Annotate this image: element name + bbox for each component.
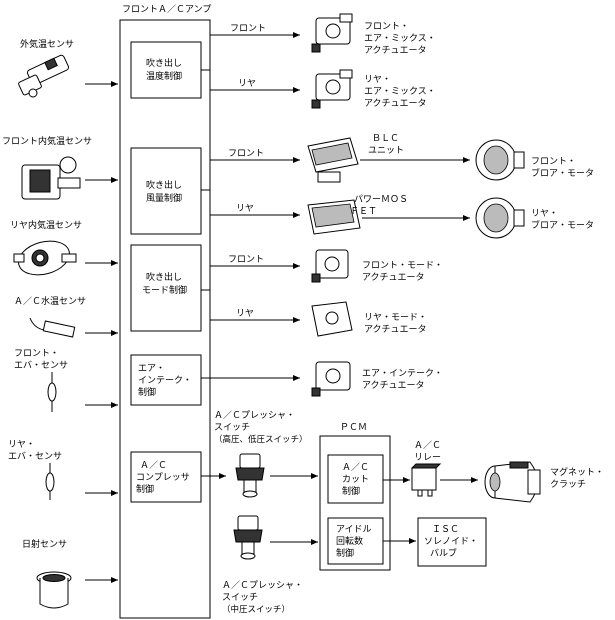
isc-solenoid-valve-box: ＩＳＣ ソレノイド・ バルブ	[417, 517, 487, 567]
front-blower-label-1: フロント・	[531, 157, 576, 167]
rear-mix-label-1: リヤ・	[364, 75, 391, 85]
rear-mode-label-1: リヤ・モード・	[364, 313, 427, 323]
svg-text:カット: カット	[342, 474, 369, 485]
front-mix-label-3: アクチュエータ	[364, 45, 427, 56]
svg-text:モード制御: モード制御	[142, 284, 187, 296]
compressor-control-box: Ａ／Ｃ コンプレッサ 制御	[130, 451, 202, 503]
magnet-clutch-compressor-icon	[484, 461, 541, 503]
pressure-mid-label-3: （中圧スイッチ）	[222, 604, 290, 615]
outside-temp-sensor-icon	[18, 54, 70, 98]
rear-mode-label-2: アクチュエータ	[364, 324, 427, 335]
rear-mix-branch-label: リヤ	[238, 79, 256, 89]
front-eva-sensor-label-1: フロント・	[14, 349, 59, 359]
relay-label-1: Ａ／Ｃ	[414, 440, 441, 451]
svg-text:制御: 制御	[138, 386, 156, 398]
svg-text:風量制御: 風量制御	[146, 192, 182, 204]
front-eva-sensor-icon	[47, 372, 57, 412]
pressure-mid-label-1: Ａ／Ｃプレッシャ・	[222, 580, 303, 591]
svg-text:回転数: 回転数	[336, 535, 363, 547]
rear-air-mix-actuator-icon	[311, 69, 353, 109]
svg-text:ＩＳＣ: ＩＳＣ	[432, 525, 459, 535]
mode-control-box: 吹き出し モード制御	[130, 244, 202, 332]
front-eva-sensor-label-2: エバ・センサ	[14, 360, 68, 371]
svg-text:吹き出し: 吹き出し	[146, 179, 182, 191]
rear-inner-temp-sensor-label: リヤ内気温センサ	[10, 219, 82, 231]
pressure-switch-mid-icon	[233, 515, 263, 560]
pressure-switch-high-low-icon	[235, 453, 265, 498]
svg-text:温度制御: 温度制御	[146, 70, 182, 82]
front-inner-temp-sensor-label: フロント内気温センサ	[2, 135, 92, 147]
rear-blower-label-2: ブロア・モータ	[531, 219, 594, 231]
ac-cut-control-box: Ａ／Ｃ カット 制御	[327, 454, 384, 504]
intake-act-label-1: エア・インテーク・	[362, 368, 443, 379]
front-mix-label-2: エア・ミックス・	[364, 33, 436, 44]
svg-text:制御: 制御	[342, 485, 360, 497]
water-temp-sensor-icon	[29, 317, 76, 338]
temp-control-box: 吹き出し 温度制御	[130, 41, 202, 99]
front-mode-actuator-icon	[311, 249, 349, 283]
front-air-mix-actuator-icon	[311, 13, 353, 53]
blc-unit-icon	[307, 137, 359, 183]
front-mode-label-2: アクチュエータ	[362, 272, 425, 283]
front-mode-branch-label: フロント	[228, 255, 264, 265]
svg-text:バルブ: バルブ	[430, 547, 457, 559]
svg-text:吹き出し: 吹き出し	[146, 271, 182, 283]
rear-eva-sensor-icon	[45, 463, 55, 500]
rear-mode-actuator-icon	[311, 301, 353, 337]
svg-text:吹き出し: 吹き出し	[146, 57, 182, 69]
pressure-hl-label-3: （高圧、低圧スイッチ）	[214, 434, 308, 445]
pressure-hl-label-1: Ａ／Ｃプレッシャ・	[214, 410, 295, 421]
svg-text:制御: 制御	[136, 483, 154, 495]
outside-temp-sensor-label: 外気温センサ	[20, 38, 74, 50]
svg-text:コンプレッサ: コンプレッサ	[136, 472, 190, 483]
front-mix-branch-label: フロント	[230, 24, 266, 34]
front-mix-label-1: フロント・	[364, 22, 409, 32]
relay-label-2: リレー	[414, 453, 441, 463]
svg-text:Ａ／Ｃ: Ａ／Ｃ	[342, 462, 369, 473]
pressure-hl-label-2: スイッチ	[214, 422, 250, 433]
air-intake-actuator-icon	[311, 361, 351, 397]
idle-speed-control-box: アイドル 回転数 制御	[327, 517, 384, 565]
rear-mode-branch-label: リヤ	[236, 309, 254, 319]
svg-text:インテーク・: インテーク・	[138, 375, 192, 386]
rear-eva-sensor-label-1: リヤ・	[8, 440, 35, 450]
svg-text:ソレノイド・: ソレノイド・	[424, 537, 478, 547]
fet-label-2: ＦＥＴ	[350, 207, 377, 217]
rear-mix-label-2: エア・ミックス・	[364, 86, 436, 97]
clutch-label-2: クラッチ	[550, 479, 586, 490]
front-blower-branch-label: フロント	[228, 149, 264, 159]
rear-blower-branch-label: リヤ	[236, 204, 254, 214]
rear-eva-sensor-label-2: エバ・センサ	[8, 451, 62, 462]
rear-inner-temp-sensor-icon	[13, 240, 77, 276]
pcm-title: ＰＣＭ	[340, 423, 367, 433]
front-blower-motor-icon	[475, 139, 525, 181]
rear-blower-label-1: リヤ・	[531, 209, 558, 219]
rear-blower-motor-icon	[475, 197, 525, 239]
rear-mix-label-3: アクチュエータ	[364, 98, 427, 109]
power-mos-fet-icon	[307, 199, 361, 235]
front-blower-label-2: ブロア・モータ	[531, 167, 594, 179]
ac-relay-icon	[410, 463, 442, 497]
water-temp-sensor-label: Ａ／Ｃ水温センサ	[14, 295, 86, 307]
svg-text:Ａ／Ｃ: Ａ／Ｃ	[140, 460, 167, 471]
svg-text:エア・: エア・	[138, 364, 165, 374]
solar-sensor-icon	[36, 571, 72, 609]
front-mode-label-1: フロント・モード・	[362, 261, 443, 271]
blc-label-2: ユニット	[368, 146, 404, 156]
front-inner-temp-sensor-icon	[21, 156, 81, 200]
solar-sensor-label: 日射センサ	[22, 538, 67, 550]
amp-title: フロントＡ／Ｃアンプ	[122, 4, 211, 15]
blc-label-1: ＢＬＣ	[372, 134, 399, 144]
volume-control-box: 吹き出し 風量制御	[130, 147, 202, 235]
intake-control-box: エア・ インテーク・ 制御	[130, 354, 202, 406]
intake-act-label-2: アクチュエータ	[362, 380, 425, 391]
svg-text:アイドル: アイドル	[336, 525, 372, 535]
pressure-mid-label-2: スイッチ	[222, 592, 258, 603]
fet-label-1: パワーＭＯＳ	[354, 194, 408, 205]
svg-text:制御: 制御	[336, 547, 354, 559]
clutch-label-1: マグネット・	[550, 466, 604, 478]
